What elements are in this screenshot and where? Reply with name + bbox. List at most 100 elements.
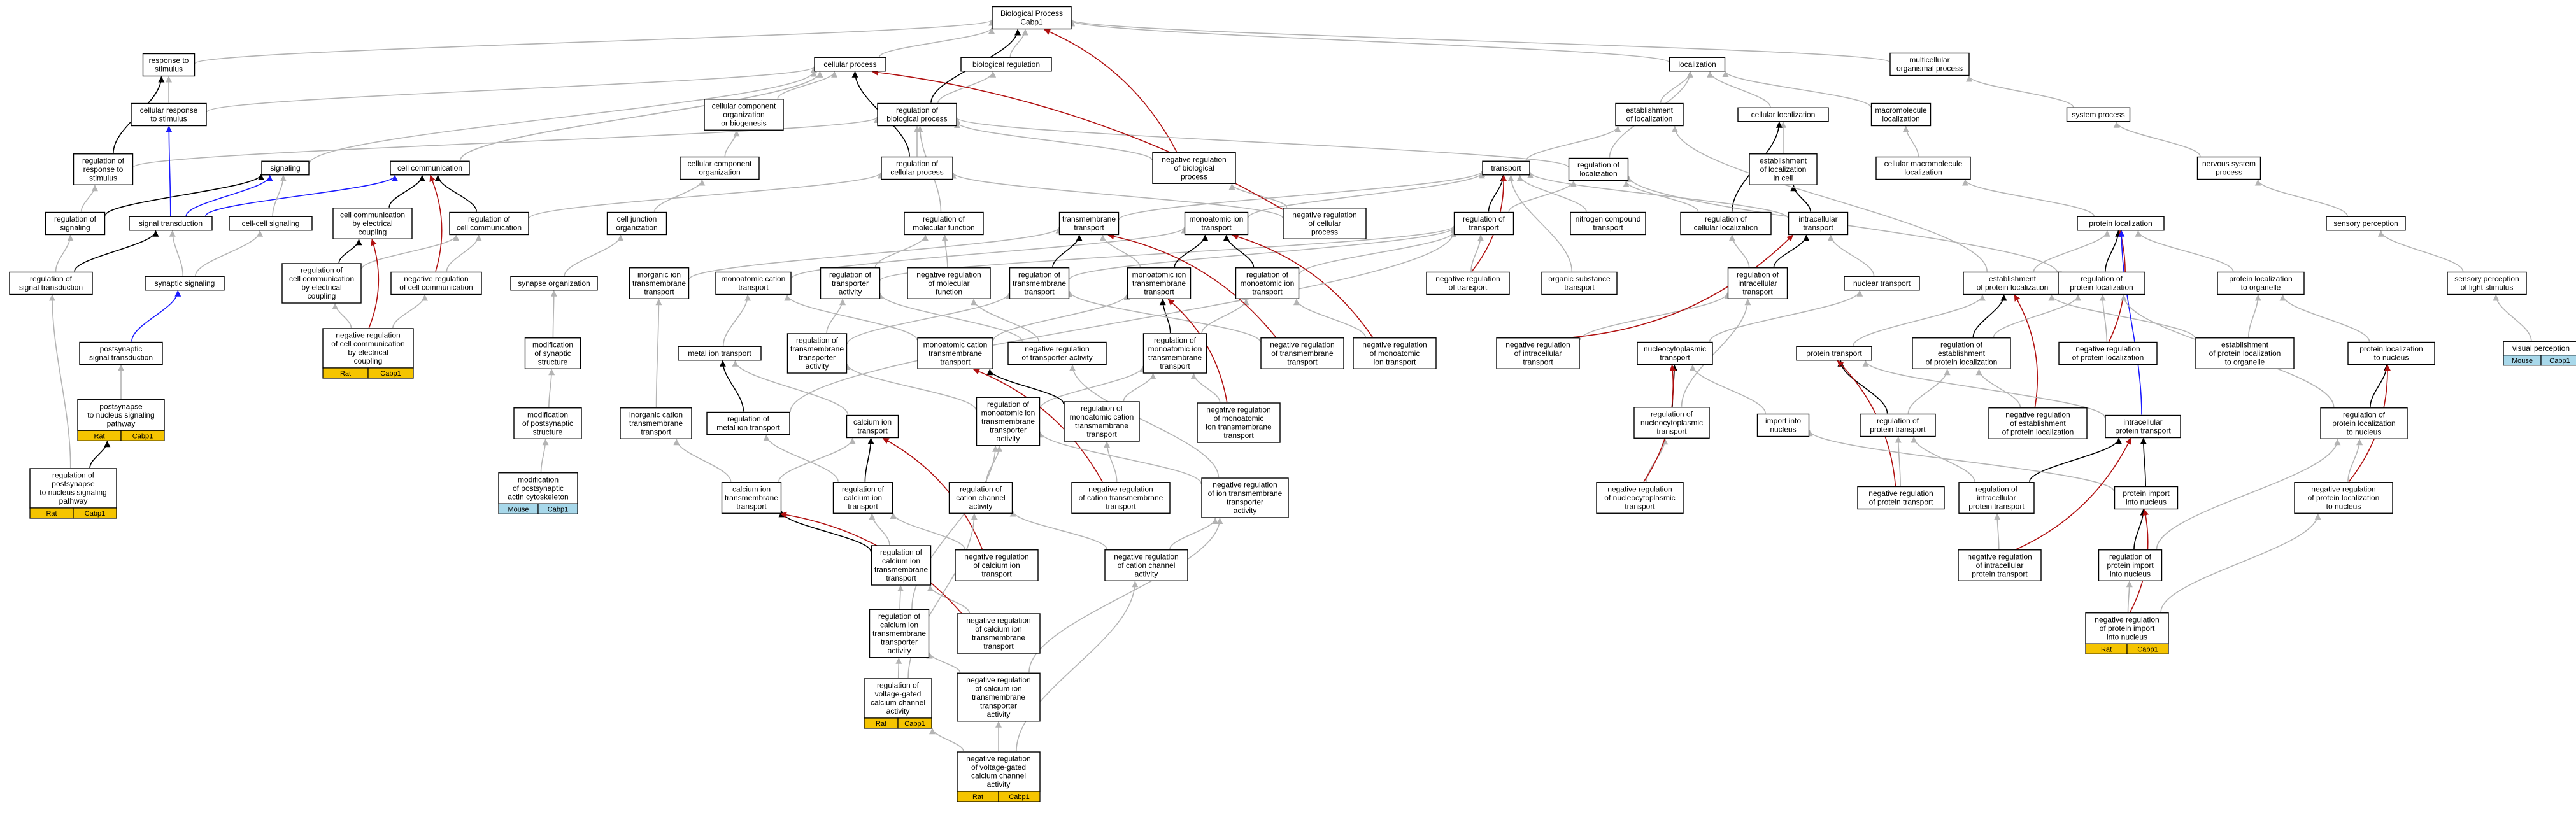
- go-node-nucleart[interactable]: nuclear transport: [1844, 276, 1920, 291]
- go-node-prott[interactable]: protein transport: [1796, 346, 1872, 361]
- go-node-cellcomm[interactable]: cell communication: [390, 160, 470, 176]
- go-node-cellcellsig[interactable]: cell-cell signaling: [229, 216, 313, 231]
- go-node-bioreg[interactable]: biological regulation: [960, 57, 1052, 72]
- go-node-cellloc[interactable]: cellular localization: [1737, 107, 1829, 122]
- go-node-cellproc[interactable]: cellular process: [814, 57, 886, 72]
- go-node-synsig[interactable]: synaptic signaling: [145, 276, 225, 291]
- go-node-sysproc[interactable]: system process: [2066, 107, 2131, 122]
- go-node-protloc[interactable]: protein localization: [2077, 216, 2165, 231]
- go-node-loc[interactable]: localization: [1669, 57, 1726, 72]
- go-node-metalion[interactable]: metal ion transport: [678, 346, 762, 361]
- go-node-synorg[interactable]: synapse organization: [510, 276, 598, 291]
- go-node-sensperc[interactable]: sensory perception: [2326, 216, 2406, 231]
- go-node-transport[interactable]: transport: [1482, 160, 1530, 176]
- go-node-sigtrans[interactable]: signal transduction: [129, 216, 213, 231]
